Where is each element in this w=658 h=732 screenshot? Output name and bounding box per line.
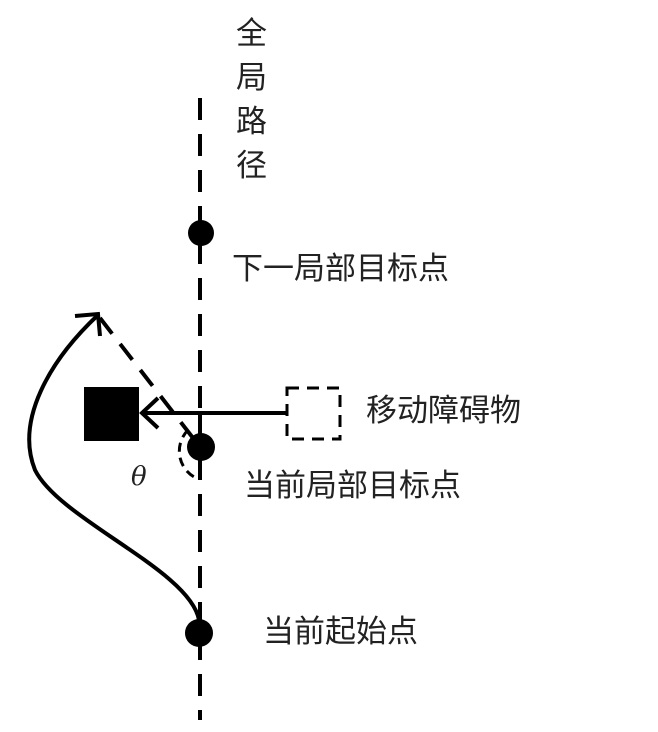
obstacle-current-square [84, 387, 139, 441]
avoid-direction-dashed-line [98, 316, 195, 440]
current-local-goal-dot [187, 433, 215, 461]
planned-trajectory-curve [27, 313, 201, 621]
obstacle-previous-dashed-square [285, 386, 342, 441]
trajectory-arrowhead-icon [74, 311, 102, 337]
global-path-label: 全局路径 [236, 16, 267, 184]
moving-obstacle-label: 移动障碍物 [366, 393, 521, 429]
current-local-goal-label: 当前局部目标点 [244, 468, 461, 504]
arrowhead-icon [139, 396, 160, 430]
angle-arc [177, 428, 197, 480]
angle-theta-label: θ [131, 462, 147, 492]
next-local-goal-label: 下一局部目标点 [232, 251, 449, 287]
current-start-label: 当前起始点 [263, 614, 418, 650]
current-start-dot [185, 619, 213, 647]
next-local-goal-dot [188, 220, 214, 246]
